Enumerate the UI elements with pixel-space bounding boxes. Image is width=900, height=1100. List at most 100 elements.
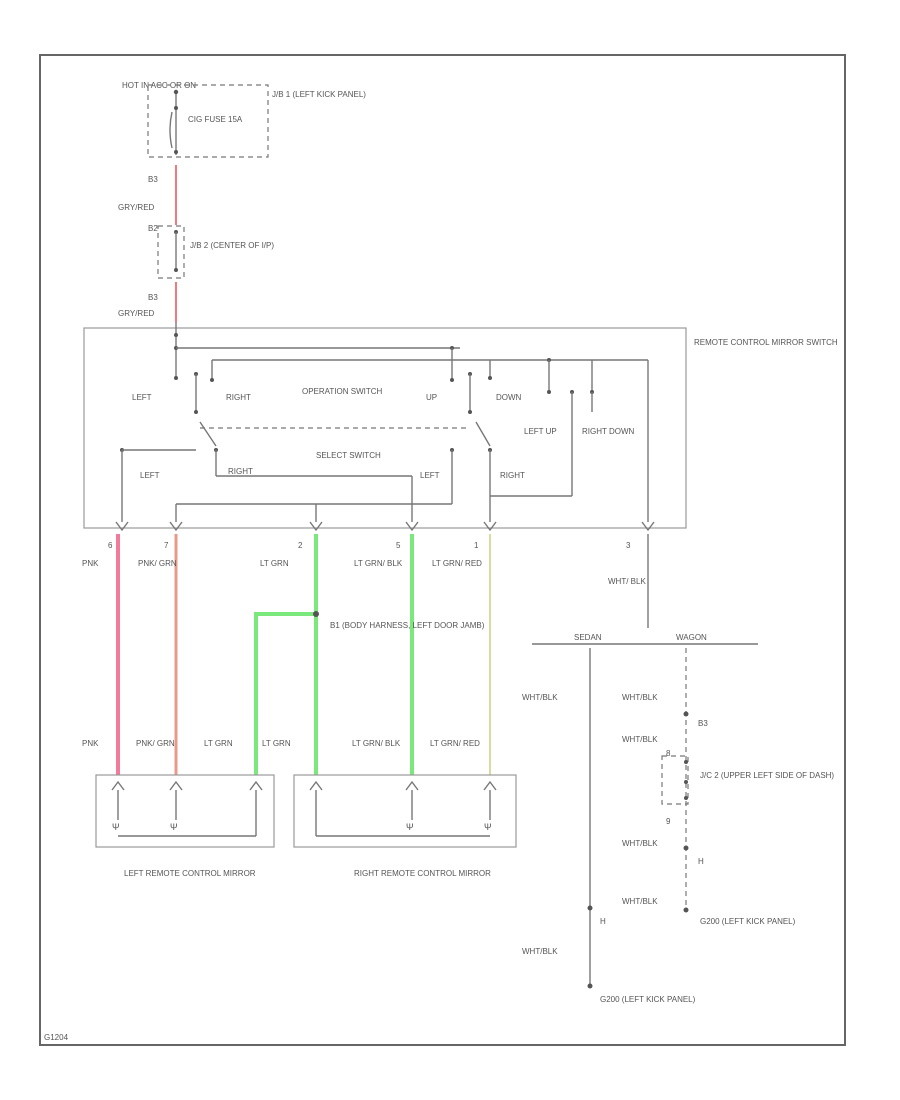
fuse-terminal-bottom: [174, 150, 178, 154]
select-left3-label: LEFT: [420, 471, 440, 480]
left-up-label: LEFT UP: [524, 427, 557, 436]
pin6-connector: [115, 521, 129, 532]
left-motor-1-icon: Ψ: [112, 822, 120, 832]
supply-terminal: [173, 89, 179, 95]
left-mirror-pin-pnk: [111, 780, 125, 791]
right-mirror-pin-lt-grn: [309, 780, 323, 791]
sedan-label: SEDAN: [574, 633, 602, 642]
right-mirror-label: RIGHT REMOTE CONTROL MIRROR: [354, 869, 491, 878]
fuse-label: CIG FUSE 15A: [188, 115, 243, 124]
switch-title: REMOTE CONTROL MIRROR SWITCH: [694, 338, 838, 347]
pnk-label-bottom: PNK: [82, 739, 99, 748]
wht-blk-label-1: WHT/BLK: [522, 693, 558, 702]
lt-grn-label-top: LT GRN: [260, 559, 289, 568]
op-down-label: DOWN: [496, 393, 522, 402]
wagon-g200-dot: [683, 907, 689, 913]
pin3-label: 3: [626, 541, 631, 550]
left-mirror-internals: Ψ Ψ: [111, 780, 263, 837]
jc2-dot-mid: [684, 780, 688, 784]
splice-b1-dot: [313, 611, 319, 617]
diagram-code: G1204: [44, 1033, 69, 1042]
sedan-h-label: H: [600, 917, 606, 926]
left-mirror-pin-pnk-grn: [169, 780, 183, 791]
fuse-label-text: CIG FUSE 15A: [188, 115, 243, 124]
jb1-label: J/B 1 (LEFT KICK PANEL): [272, 90, 366, 99]
gry-red-label-1: GRY/RED: [118, 203, 155, 212]
right-motor-2-icon: Ψ: [484, 822, 492, 832]
right-mirror-box: [293, 774, 517, 848]
select-lever-right: [475, 421, 491, 447]
jb2-terminal-bottom: [174, 268, 178, 272]
pin6-label: 6: [108, 541, 113, 550]
pin5-connector: [405, 521, 419, 532]
pin3-connector: [641, 521, 655, 532]
wht-blk-label-5: WHT/BLK: [622, 897, 658, 906]
splice-b1-label: B1 (BODY HARNESS, LEFT DOOR JAMB): [330, 621, 485, 630]
jb2-box: [157, 225, 185, 279]
mirror-switch-box: [83, 327, 687, 529]
wagon-g200-label: G200 (LEFT KICK PANEL): [700, 917, 796, 926]
sedan-g200-label: G200 (LEFT KICK PANEL): [600, 995, 696, 1004]
wagon-b3-label: B3: [698, 719, 708, 728]
gry-red-label-2: GRY/RED: [118, 309, 155, 318]
left-mirror-box: [95, 774, 275, 848]
wht-blk-label-top: WHT/ BLK: [608, 577, 646, 586]
switch-connector-pins: [115, 521, 655, 532]
select-lever-left: [199, 421, 217, 447]
wagon-b3-dot: [683, 711, 689, 717]
pin1-label: 1: [474, 541, 479, 550]
sedan-g200-dot: [587, 983, 593, 989]
jb2-label-text: J/B 2 (CENTER OF I/P): [190, 241, 274, 250]
left-mirror-label: LEFT REMOTE CONTROL MIRROR: [124, 869, 256, 878]
pin2-connector: [309, 521, 323, 532]
right-mirror-pin-lt-grn-blk: [405, 780, 419, 791]
pin-b3-label: B3: [148, 175, 158, 184]
op-up-label: UP: [426, 393, 437, 402]
select-right-label: RIGHT: [228, 467, 253, 476]
jc2-pin-9: 9: [666, 817, 671, 826]
wht-blk-label-3: WHT/BLK: [622, 735, 658, 744]
select-switch-label: SELECT SWITCH: [316, 451, 381, 460]
op-lever-left-pivot: [194, 410, 198, 414]
switch-feed-node-1: [174, 333, 178, 337]
lt-grn-blk-label-bottom: LT GRN/ BLK: [352, 739, 401, 748]
op-contact-7: [547, 390, 551, 394]
wagon-label: WAGON: [676, 633, 707, 642]
wht-blk-label-4: WHT/BLK: [622, 839, 658, 848]
op-contact-3: [210, 378, 214, 382]
lt-grn-red-label-bottom: LT GRN/ RED: [430, 739, 480, 748]
left-mirror-pin-lt-grn: [249, 780, 263, 791]
wagon-h-dot: [683, 845, 689, 851]
right-mirror-internals: Ψ Ψ: [309, 780, 497, 837]
lt-grn-blk-label-top: LT GRN/ BLK: [354, 559, 403, 568]
jb1-box: [147, 84, 269, 158]
diagram-frame: [39, 54, 846, 1046]
left-motor-2-icon: Ψ: [170, 822, 178, 832]
select-left-label: LEFT: [140, 471, 160, 480]
right-down-label: RIGHT DOWN: [582, 427, 635, 436]
select-right3-label: RIGHT: [500, 471, 525, 480]
pin7-connector: [169, 521, 183, 532]
jc2-dot-bottom: [684, 796, 688, 800]
wagon-h-label: H: [698, 857, 704, 866]
lt-grn-branch-wire: [254, 612, 316, 775]
sedan-h-dot: [587, 905, 593, 911]
fuse-symbol: [169, 111, 173, 149]
op-contact-4: [450, 378, 454, 382]
jc2-box: [661, 755, 689, 805]
pin7-label: 7: [164, 541, 169, 550]
op-left-label: LEFT: [132, 393, 152, 402]
op-contact-6: [488, 376, 492, 380]
jc2-label: J/C 2 (UPPER LEFT SIDE OF DASH): [700, 771, 834, 780]
wht-blk-label-2: WHT/BLK: [622, 693, 658, 702]
op-contact-1: [174, 376, 178, 380]
pin5-label: 5: [396, 541, 401, 550]
pnk-grn-label-top: PNK/ GRN: [138, 559, 177, 568]
pin2-label: 2: [298, 541, 303, 550]
pnk-grn-label-bottom: PNK/ GRN: [136, 739, 175, 748]
wht-blk-label-6: WHT/BLK: [522, 947, 558, 956]
op-lever-right-pivot: [468, 410, 472, 414]
pin1-connector: [483, 521, 497, 532]
jb1-label-text: J/B 1 (LEFT KICK PANEL): [272, 90, 366, 99]
